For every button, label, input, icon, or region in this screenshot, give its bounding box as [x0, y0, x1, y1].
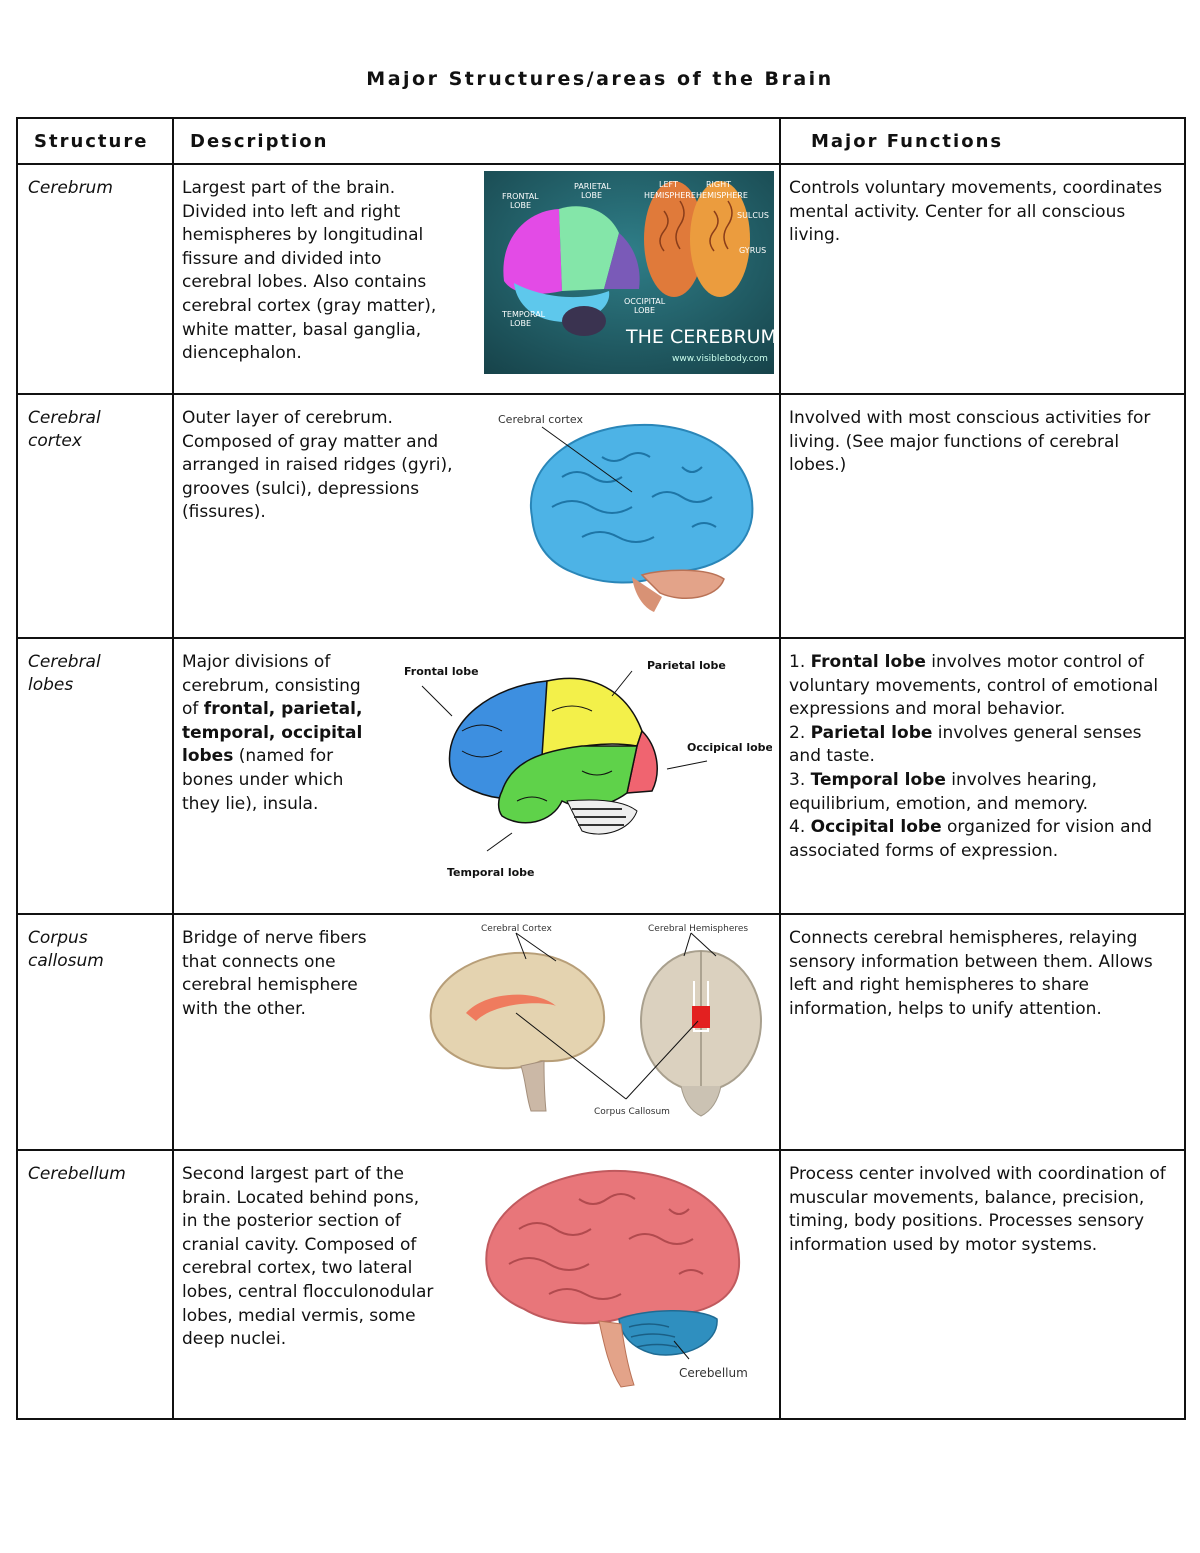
description-cell: Largest part of the brain.Divided into l… [172, 163, 781, 395]
description-cell: Outer layer of cerebrum.Composed of gray… [172, 393, 781, 639]
header-functions: Major Functions [779, 117, 1186, 165]
svg-text:Parietal lobe: Parietal lobe [647, 659, 726, 672]
corpus-callosum-image: Cerebral Cortex Cerebral Hemispheres Cor… [426, 921, 771, 1121]
page-title: Major Structures/areas of the Brain [366, 68, 834, 90]
svg-text:TEMPORAL: TEMPORAL [501, 310, 546, 319]
svg-text:LOBE: LOBE [634, 306, 655, 315]
functions-cell: Process center involved with coordinatio… [779, 1149, 1186, 1420]
description-text: Outer layer of cerebrum.Composed of gray… [182, 408, 453, 523]
functions-cell: Connects cerebral hemispheres, relaying … [779, 913, 1186, 1151]
table-row-cerebrum: Cerebrum Largest part of the brain.Divid… [16, 163, 1186, 395]
svg-text:GYRUS: GYRUS [739, 246, 766, 255]
description-text: Major divisions of cerebrum, consisting … [182, 652, 363, 814]
cerebrum-image: FRONTAL LOBE PARIETAL LOBE LEFT HEMISPHE… [484, 171, 774, 374]
svg-text:LEFT: LEFT [659, 180, 678, 189]
description-text: Largest part of the brain.Divided into l… [182, 178, 437, 364]
cerebral-cortex-image: Cerebral cortex [492, 407, 772, 617]
svg-text:Cerebral Cortex: Cerebral Cortex [481, 924, 553, 934]
svg-text:PARIETAL: PARIETAL [574, 182, 611, 191]
cerebral-lobes-image: Frontal lobe Parietal lobe Occipical lob… [402, 651, 772, 881]
cerebellum-image: Cerebellum [479, 1159, 764, 1391]
structure-cell: Cerebellum [16, 1149, 174, 1420]
brain-structures-table: Structure Description Major Functions Ce… [16, 117, 1186, 1420]
header-description: Description [172, 117, 781, 165]
svg-text:OCCIPITAL: OCCIPITAL [624, 297, 666, 306]
svg-text:LOBE: LOBE [581, 191, 602, 200]
svg-text:FRONTAL: FRONTAL [502, 192, 539, 201]
svg-text:RIGHT: RIGHT [706, 180, 731, 189]
svg-text:LOBE: LOBE [510, 201, 531, 210]
svg-text:HEMISPHERE: HEMISPHERE [696, 191, 748, 200]
svg-text:Frontal lobe: Frontal lobe [404, 665, 479, 678]
description-cell: Major divisions of cerebrum, consisting … [172, 637, 781, 915]
header-structure: Structure [16, 117, 174, 165]
svg-text:Corpus Callosum: Corpus Callosum [594, 1107, 670, 1117]
svg-text:Temporal lobe: Temporal lobe [447, 866, 535, 879]
functions-cell: Involved with most conscious activities … [779, 393, 1186, 639]
svg-text:Cerebral Hemispheres: Cerebral Hemispheres [648, 924, 748, 934]
structure-cell: Cerebrum [16, 163, 174, 395]
svg-text:Occipical lobe: Occipical lobe [687, 741, 772, 754]
svg-text:LOBE: LOBE [510, 319, 531, 328]
table-header-row: Structure Description Major Functions [16, 117, 1186, 165]
svg-text:Cerebral cortex: Cerebral cortex [498, 413, 583, 426]
functions-cell: 1. Frontal lobe involves motor control o… [779, 637, 1186, 915]
svg-text:www.visiblebody.com: www.visiblebody.com [672, 354, 768, 364]
functions-cell: Controls voluntary movements, coordinate… [779, 163, 1186, 395]
svg-text:HEMISPHERE: HEMISPHERE [644, 191, 696, 200]
svg-text:SULCUS: SULCUS [737, 211, 769, 220]
svg-text:THE CEREBRUM: THE CEREBRUM [625, 326, 774, 348]
svg-text:Cerebellum: Cerebellum [679, 1366, 748, 1380]
